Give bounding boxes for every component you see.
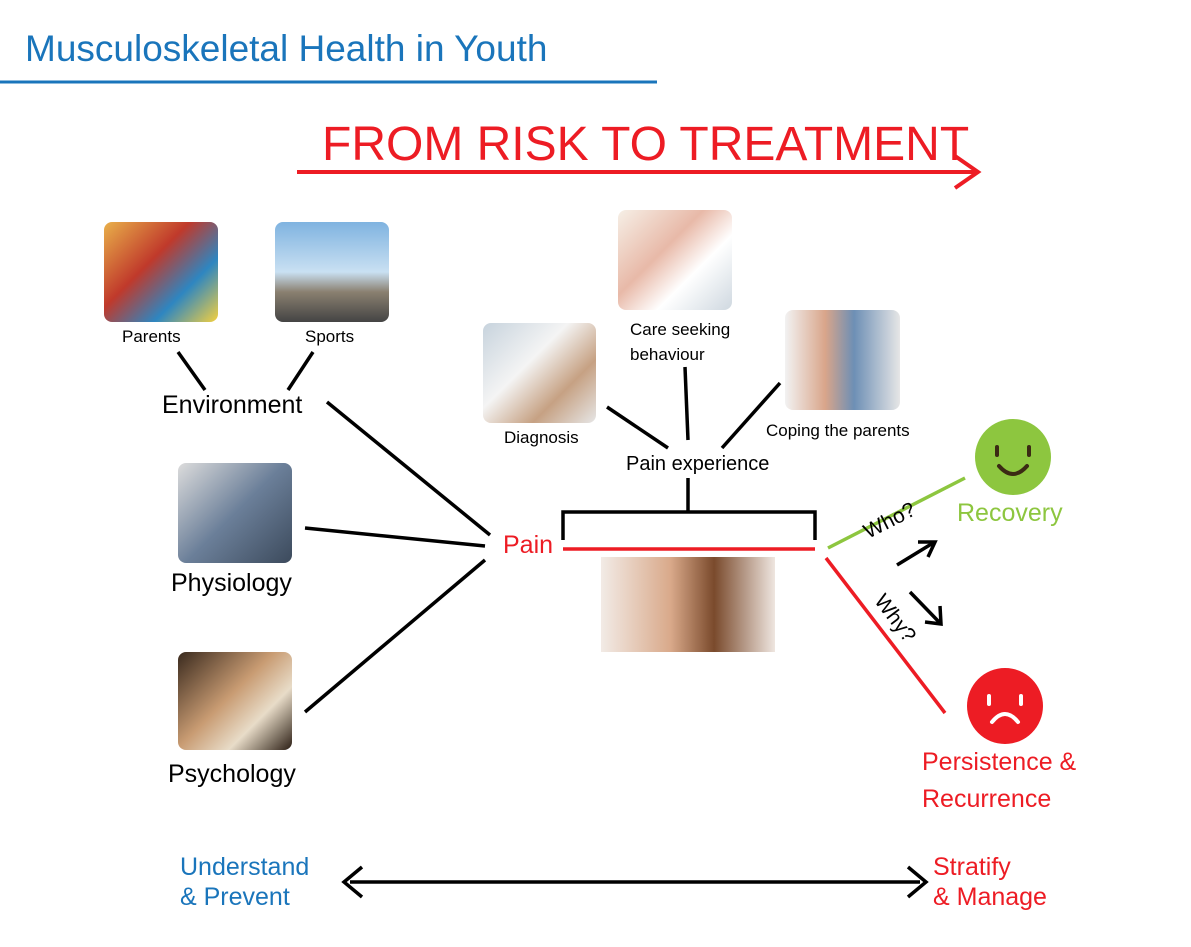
psychology-image — [178, 652, 292, 750]
pain-bracket — [561, 510, 817, 540]
persistence-line — [824, 556, 947, 715]
why-arrow — [908, 590, 942, 625]
line-coping — [720, 381, 782, 450]
line-psychology — [303, 558, 487, 714]
sports-label: Sports — [305, 327, 355, 346]
diagnosis-label: Diagnosis — [504, 428, 579, 447]
care-seeking-image — [618, 210, 732, 310]
coping-image — [785, 310, 900, 410]
pain-label: Pain — [503, 531, 554, 559]
parents-label: Parents — [122, 327, 181, 346]
understand-label: Understand — [180, 853, 310, 881]
line-physiology — [304, 526, 486, 548]
environment-label: Environment — [162, 391, 303, 419]
line-diagnosis — [606, 405, 669, 450]
recovery-label: Recovery — [957, 499, 1063, 527]
parents-image — [104, 222, 218, 322]
who-arrow — [896, 541, 934, 567]
page-title: Musculoskeletal Health in Youth — [25, 28, 548, 69]
recovery-line — [827, 476, 966, 550]
line-environment — [325, 400, 492, 537]
pain-experience-label: Pain experience — [626, 453, 770, 475]
coping-label: Coping the parents — [766, 421, 910, 440]
who-arrowhead — [918, 540, 938, 558]
physiology-image — [178, 463, 292, 563]
neck-pain-image — [601, 557, 775, 652]
manage-label: & Manage — [933, 883, 1047, 911]
care-seeking-label-2: behaviour — [630, 345, 705, 364]
persistence-label: Persistence & — [922, 748, 1077, 776]
psychology-label: Psychology — [168, 760, 296, 788]
recurrence-label: Recurrence — [922, 785, 1052, 813]
why-arrowhead — [924, 605, 943, 626]
smiley-face-icon — [975, 419, 1051, 495]
stratify-label: Stratify — [933, 853, 1011, 881]
physiology-label: Physiology — [171, 569, 292, 597]
prevent-label: & Prevent — [180, 883, 290, 911]
line-parents — [176, 350, 207, 392]
line-sports — [286, 351, 315, 391]
line-care-seeking — [683, 366, 690, 441]
diagnosis-image — [483, 323, 596, 423]
banner-title: FROM RISK TO TREATMENT — [322, 118, 970, 171]
banner-arrowhead — [953, 154, 982, 190]
sad-face-icon — [967, 668, 1043, 744]
sports-image — [275, 222, 389, 322]
care-seeking-label-1: Care seeking — [630, 320, 731, 339]
